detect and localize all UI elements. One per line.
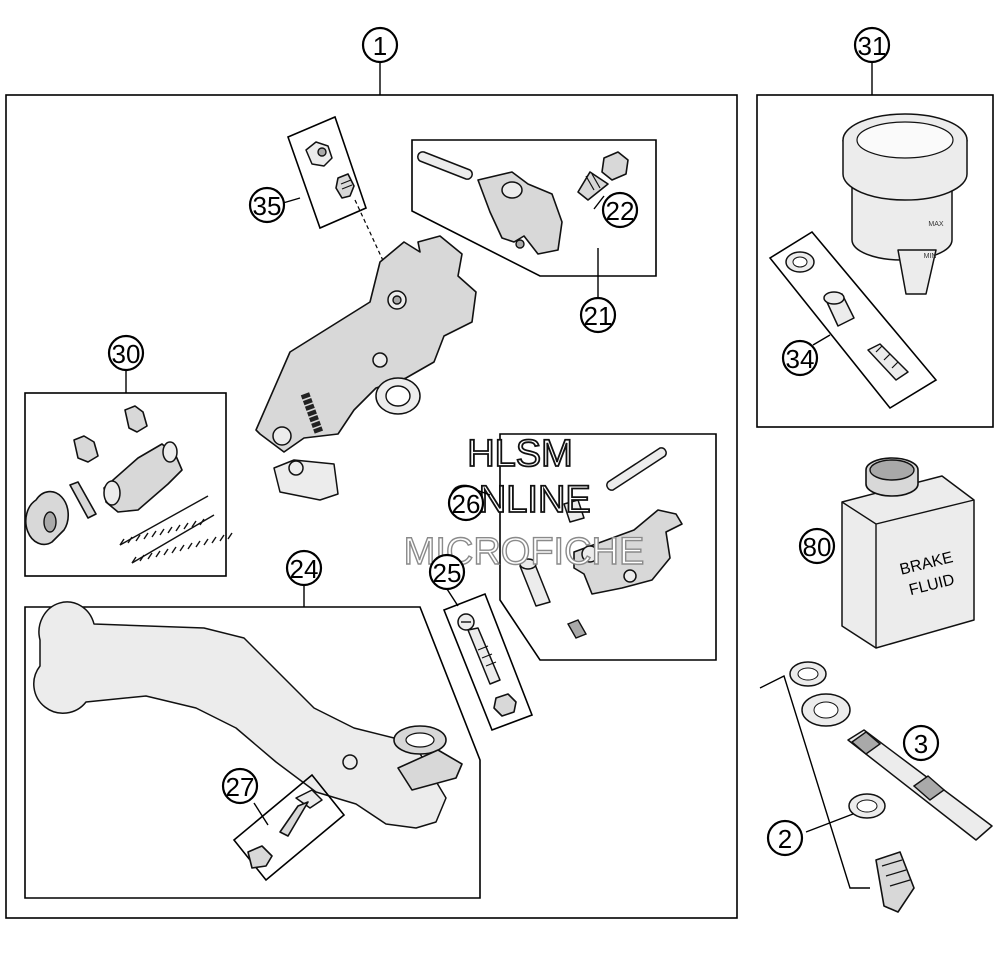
callout-3-text: 3 bbox=[914, 729, 928, 759]
brake-fluid-bottle: BRAKE FLUID bbox=[841, 457, 975, 649]
callout-34: 34 bbox=[781, 339, 819, 377]
reservoir-screw-group bbox=[768, 230, 938, 410]
callout-31-text: 31 bbox=[858, 31, 887, 61]
callout-26-text: 26 bbox=[452, 489, 481, 519]
callout-27: 27 bbox=[221, 767, 259, 805]
callout-31: 31 bbox=[853, 26, 891, 64]
master-cylinder-body: ▮▮▮▮▮▮▮ bbox=[255, 235, 477, 501]
lever-group bbox=[24, 585, 481, 899]
callout-22-text: 22 bbox=[606, 196, 635, 226]
lever-bolt-group bbox=[232, 773, 346, 882]
reservoir-box-31 bbox=[756, 94, 994, 428]
callout-1: 1 bbox=[361, 26, 399, 64]
callout-27-text: 27 bbox=[226, 772, 255, 802]
reservoir: MAX MIN bbox=[842, 113, 968, 295]
leader-lines bbox=[253, 195, 854, 833]
callout-3: 3 bbox=[902, 724, 940, 762]
callout-24-text: 24 bbox=[290, 554, 319, 584]
callout-30-text: 30 bbox=[112, 339, 141, 369]
pivot-group bbox=[411, 139, 657, 277]
callout-34-text: 34 bbox=[786, 344, 815, 374]
adjuster-group bbox=[442, 592, 534, 732]
callout-21-text: 21 bbox=[584, 301, 613, 331]
callout-30: 30 bbox=[107, 334, 145, 372]
piston-kit-group bbox=[24, 370, 233, 577]
callout-35: 35 bbox=[248, 186, 286, 224]
callout-80: 80 bbox=[798, 527, 836, 565]
callout-26: 26 bbox=[447, 484, 485, 522]
callout-22: 22 bbox=[601, 191, 639, 229]
reservoir-min-mark: MIN bbox=[924, 253, 937, 260]
callout-80-text: 80 bbox=[803, 532, 832, 562]
assembly-box-1 bbox=[5, 94, 738, 919]
callout-1-text: 1 bbox=[373, 31, 387, 61]
watermark-line1: HLSM bbox=[467, 433, 573, 475]
callout-25: 25 bbox=[428, 553, 466, 591]
callout-2-text: 2 bbox=[778, 824, 792, 854]
watermark-line3: MICROFICHE bbox=[404, 531, 645, 573]
callout-25-text: 25 bbox=[433, 558, 462, 588]
lever-pivot-group bbox=[499, 433, 717, 661]
hose-group bbox=[759, 661, 993, 913]
callout-35-text: 35 bbox=[253, 191, 282, 221]
reservoir-max-mark: MAX bbox=[928, 221, 944, 228]
callout-2: 2 bbox=[766, 819, 804, 857]
callout-24: 24 bbox=[285, 549, 323, 587]
bleeder-group bbox=[286, 115, 393, 281]
callout-21: 21 bbox=[579, 296, 617, 334]
watermark: HLSM ONLINE MICROFICHE bbox=[403, 432, 645, 574]
